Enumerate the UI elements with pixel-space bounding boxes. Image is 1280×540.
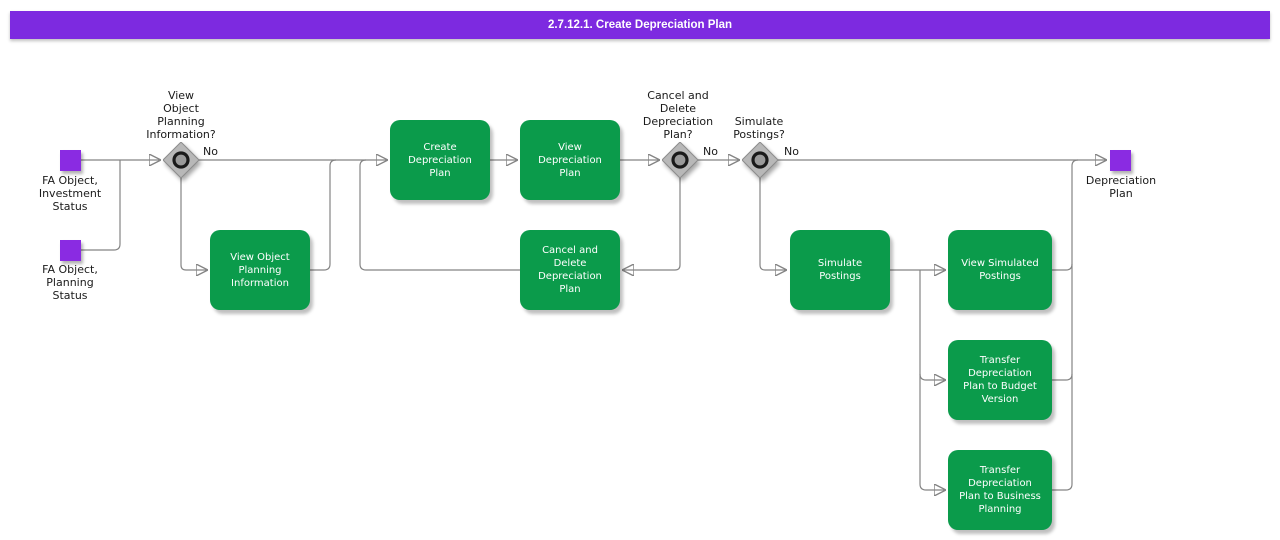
no-branch-label: No — [703, 145, 718, 158]
task-cancel-and-delete-depreciation-plan[interactable]: Cancel and Delete Depreciation Plan — [520, 230, 620, 310]
gateway-question-view-object-planning-information: View Object Planning Information? — [146, 89, 216, 141]
gateway-view-object-planning-information[interactable] — [163, 142, 199, 178]
gateway-simulate-postings[interactable] — [742, 142, 778, 178]
no-branch-label: No — [784, 145, 799, 158]
gateway-question-cancel-and-delete-depreciation-plan: Cancel and Delete Depreciation Plan? — [642, 89, 714, 141]
task-transfer-depreciation-plan-to-budget-version[interactable]: Transfer Depreciation Plan to Budget Ver… — [948, 340, 1052, 420]
gateway-diamond-icon — [742, 142, 778, 178]
gateway-question-simulate-postings: Simulate Postings? — [733, 115, 785, 141]
page-title: 2.7.12.1. Create Depreciation Plan — [10, 11, 1270, 39]
task-view-object-planning-information[interactable]: View Object Planning Information — [210, 230, 310, 310]
no-branch-label: No — [203, 145, 218, 158]
gateway-cancel-and-delete-depreciation-plan[interactable] — [662, 142, 698, 178]
task-view-simulated-postings[interactable]: View Simulated Postings — [948, 230, 1052, 310]
gateway-diamond-icon — [662, 142, 698, 178]
gateway-diamond-icon — [163, 142, 199, 178]
event-label-fa-object-investment-status: FA Object, Investment Status — [38, 174, 102, 213]
event-fa-object-investment-status[interactable] — [60, 150, 81, 171]
task-transfer-depreciation-plan-to-business-planning[interactable]: Transfer Depreciation Plan to Business P… — [948, 450, 1052, 530]
event-fa-object-planning-status[interactable] — [60, 240, 81, 261]
task-view-depreciation-plan[interactable]: View Depreciation Plan — [520, 120, 620, 200]
task-create-depreciation-plan[interactable]: Create Depreciation Plan — [390, 120, 490, 200]
task-simulate-postings[interactable]: Simulate Postings — [790, 230, 890, 310]
event-label-fa-object-planning-status: FA Object, Planning Status — [42, 263, 98, 302]
event-depreciation-plan[interactable] — [1110, 150, 1131, 171]
event-label-depreciation-plan: Depreciation Plan — [1085, 174, 1157, 200]
